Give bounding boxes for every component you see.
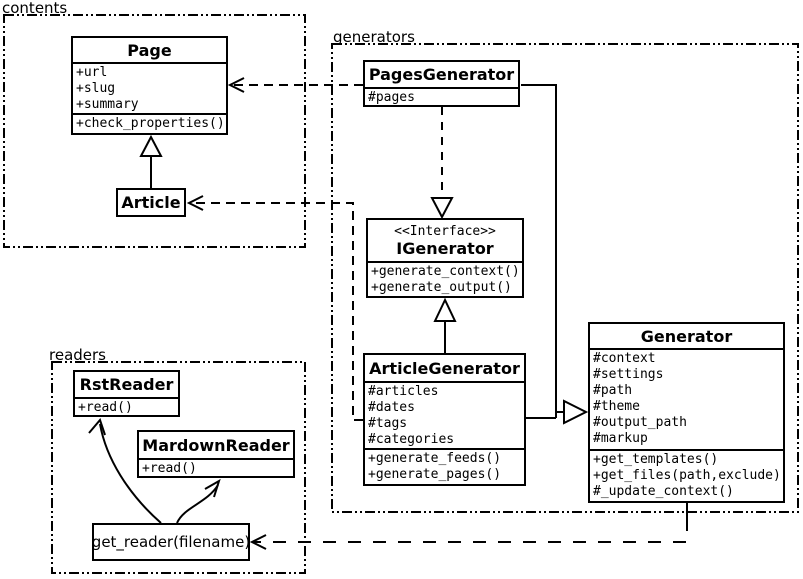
- class-articlegenerator-attribute: #dates: [368, 400, 415, 415]
- class-pagesgenerator-title: PagesGenerator: [368, 65, 515, 84]
- class-igenerator-name: IGenerator: [396, 238, 494, 258]
- class-generator-attribute: #context: [593, 351, 656, 366]
- class-generator-methods: +get_templates() +get_files(path,exclude…: [590, 449, 783, 501]
- class-pagesgenerator-attribute: #pages: [368, 90, 415, 105]
- class-page-attributes: +url +slug +summary: [73, 62, 226, 113]
- arrow-pagesgenerator-realizes-igenerator: [430, 107, 454, 220]
- class-generator-attribute: #output_path: [593, 415, 687, 430]
- class-rstreader-title: RstReader: [79, 375, 174, 394]
- class-generator-attribute: #settings: [593, 367, 664, 382]
- readers-package-border: [51, 361, 306, 574]
- class-generator: Generator #context #settings #path #them…: [588, 322, 785, 503]
- class-mardownreader-method: +read(): [142, 461, 197, 476]
- class-generator-attributes: #context #settings #path #theme #output_…: [590, 348, 783, 449]
- class-page-attribute: +summary: [76, 97, 139, 112]
- class-articlegenerator-method: +generate_pages(): [368, 467, 502, 482]
- getreader-function-box: get_reader(filename): [92, 523, 250, 561]
- class-page-method: +check_properties(): [76, 116, 225, 131]
- class-page-title: Page: [127, 40, 172, 60]
- arrow-articlegenerator-extends-igenerator: [433, 297, 457, 353]
- class-igenerator: <<Interface>> IGenerator +generate_conte…: [366, 218, 524, 298]
- class-articlegenerator-attribute: #categories: [368, 432, 455, 447]
- class-page-attribute: +slug: [76, 81, 116, 96]
- class-generator-attribute: #markup: [593, 431, 648, 446]
- contents-package-label: contents: [2, 0, 68, 17]
- contents-package-border: [3, 14, 306, 248]
- class-generator-method: #_update_context(): [593, 484, 734, 499]
- class-pagesgenerator: PagesGenerator #pages: [363, 60, 520, 107]
- generators-package-label: generators: [333, 28, 415, 46]
- arrow-pagesgenerator-uses-page: [227, 77, 363, 93]
- class-igenerator-method: +generate_context(): [371, 264, 520, 279]
- generators-package-border: [331, 43, 799, 513]
- class-page-attribute: +url: [76, 65, 108, 80]
- class-mardownreader-methods: +read(): [139, 458, 293, 476]
- class-generator-method: +get_templates(): [593, 452, 719, 467]
- arrow-generators-extend-generator: [521, 84, 589, 425]
- class-articlegenerator-attribute: #articles: [368, 384, 439, 399]
- class-articlegenerator-attribute: #tags: [368, 416, 408, 431]
- class-mardownreader: MardownReader +read(): [137, 430, 295, 478]
- class-pagesgenerator-attributes: #pages: [365, 87, 518, 105]
- readers-package-label: readers: [49, 346, 106, 364]
- class-igenerator-stereotype: <<Interface>>: [394, 223, 496, 239]
- class-page-methods: +check_properties(): [73, 113, 226, 133]
- class-generator-title: Generator: [640, 326, 733, 346]
- class-article-title: Article: [121, 193, 181, 212]
- class-rstreader-methods: +read(): [75, 397, 178, 415]
- class-generator-method: +get_files(path,exclude): [593, 468, 781, 483]
- class-articlegenerator-attributes: #articles #dates #tags #categories: [365, 381, 524, 448]
- class-articlegenerator-title: ArticleGenerator: [369, 358, 520, 378]
- class-generator-attribute: #path: [593, 383, 633, 398]
- arrow-getreader-to-mardownreader: [176, 478, 221, 524]
- arrow-generator-uses-getreader: [249, 503, 688, 550]
- arrow-articlegenerator-uses-article: [186, 195, 363, 421]
- class-igenerator-methods: +generate_context() +generate_output(): [368, 261, 522, 296]
- class-rstreader-method: +read(): [78, 400, 133, 415]
- class-articlegenerator-methods: +generate_feeds() +generate_pages(): [365, 448, 524, 484]
- arrow-getreader-to-rstreader: [88, 417, 162, 524]
- class-article: Article: [116, 188, 186, 217]
- class-generator-attribute: #theme: [593, 399, 640, 414]
- class-igenerator-method: +generate_output(): [371, 280, 512, 295]
- class-mardownreader-title: MardownReader: [142, 435, 290, 455]
- arrow-article-extends-page: [139, 134, 163, 188]
- class-rstreader: RstReader +read(): [73, 370, 180, 417]
- class-articlegenerator-method: +generate_feeds(): [368, 451, 502, 466]
- class-articlegenerator: ArticleGenerator #articles #dates #tags …: [363, 353, 526, 486]
- class-igenerator-title: <<Interface>> IGenerator: [368, 220, 522, 261]
- class-page: Page +url +slug +summary +check_properti…: [71, 36, 228, 135]
